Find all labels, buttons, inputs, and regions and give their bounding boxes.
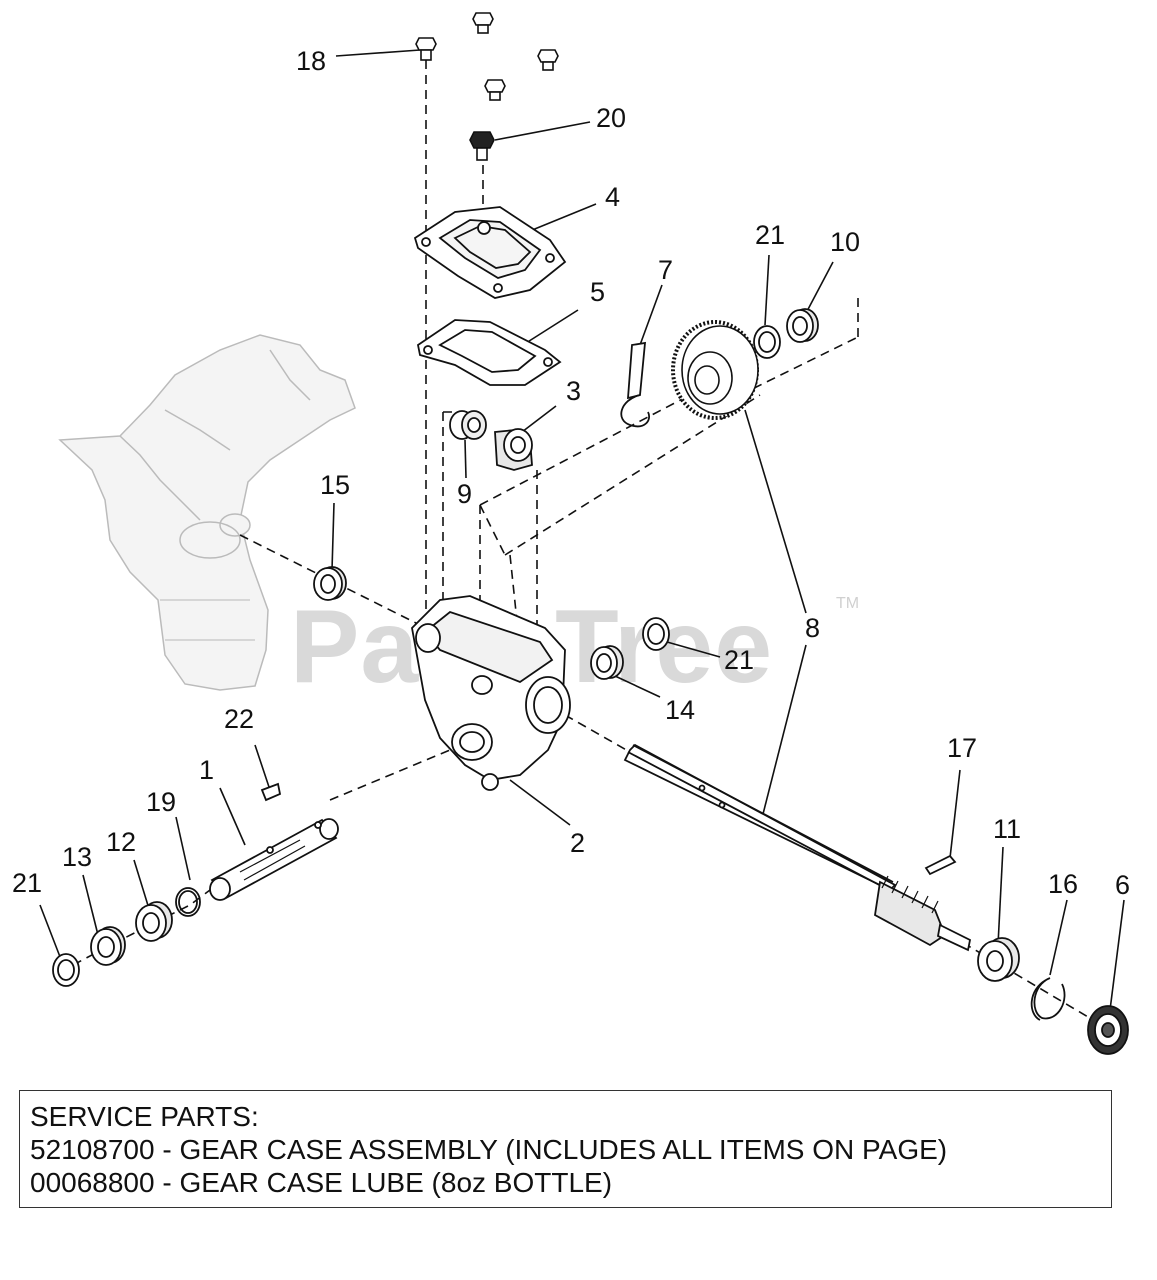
pin-17 (924, 854, 957, 876)
callout-21-upper: 21 (755, 220, 785, 250)
service-part-gear-case-assembly: 52108700 - GEAR CASE ASSEMBLY (INCLUDES … (30, 1134, 948, 1165)
callout-17: 17 (947, 733, 977, 763)
washer-21-middle (642, 617, 670, 651)
snap-ring-16 (1030, 977, 1066, 1021)
callout-18: 18 (296, 46, 326, 76)
service-part-gear-case-lube: 00068800 - GEAR CASE LUBE (8oz BOTTLE) (30, 1167, 613, 1198)
service-parts-box: SERVICE PARTS: 52108700 - GEAR CASE ASSE… (19, 1090, 1112, 1208)
callout-1: 1 (199, 755, 214, 785)
callout-3: 3 (566, 376, 581, 406)
worm-gear (671, 320, 759, 420)
callout-22: 22 (224, 704, 254, 734)
retaining-clip-7 (620, 341, 650, 428)
washer-15 (313, 566, 347, 601)
callout-5: 5 (590, 277, 605, 307)
callout-20: 20 (596, 103, 626, 133)
bushing-3 (494, 428, 533, 471)
bolt-20 (469, 131, 495, 161)
bearing-14 (590, 645, 624, 680)
gear-case-housing (411, 595, 571, 791)
bolt-top (472, 12, 494, 34)
bolt-middle (484, 79, 506, 101)
callout-16: 16 (1048, 869, 1078, 899)
callout-8: 8 (805, 613, 820, 643)
washer-21-upper (753, 325, 781, 359)
callout-21-lower: 21 (12, 868, 42, 898)
callout-11: 11 (993, 814, 1021, 844)
callout-10: 10 (830, 227, 860, 257)
callout-12: 12 (106, 827, 136, 857)
callout-13: 13 (62, 842, 92, 872)
ring-19 (175, 887, 201, 917)
washer-13 (90, 926, 126, 966)
callout-21-middle: 21 (724, 645, 754, 675)
callout-2: 2 (570, 828, 585, 858)
callout-6: 6 (1115, 870, 1130, 900)
impeller-shaft (209, 818, 339, 901)
worm-shaft (623, 743, 972, 952)
gasket (417, 319, 562, 386)
callout-4: 4 (605, 182, 620, 212)
gear-case-cover (413, 206, 567, 299)
callout-leaders (39, 49, 1125, 1011)
bolt-18 (415, 37, 437, 61)
service-parts-heading: SERVICE PARTS: (30, 1101, 259, 1132)
impeller-housing-ghost (58, 334, 356, 691)
watermark-trademark: TM (836, 595, 859, 612)
bearing-11 (977, 937, 1020, 982)
bolt-right (537, 49, 559, 71)
callout-7: 7 (658, 255, 673, 285)
exploded-parts-diagram: PartsTree TM (12, 12, 1130, 1055)
callout-labels: 18 20 4 5 3 9 7 21 10 15 8 21 14 22 1 19… (12, 46, 1130, 900)
callout-14: 14 (665, 695, 695, 725)
end-cap-6 (1087, 1005, 1129, 1055)
washer-21-lower (52, 953, 80, 987)
bearing-12 (135, 901, 173, 942)
bushing-9 (449, 410, 487, 440)
bearing-10 (786, 308, 819, 343)
key-22 (260, 782, 282, 802)
callout-9: 9 (457, 479, 472, 509)
callout-15: 15 (320, 470, 350, 500)
bolts (415, 12, 559, 161)
callout-19: 19 (146, 787, 176, 817)
